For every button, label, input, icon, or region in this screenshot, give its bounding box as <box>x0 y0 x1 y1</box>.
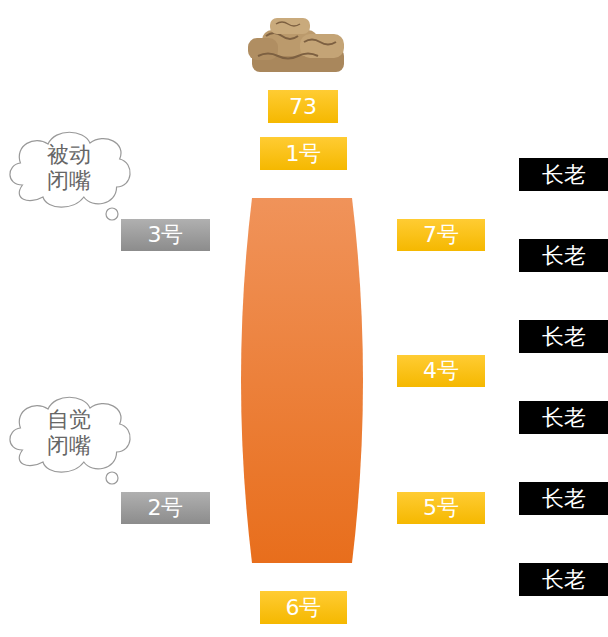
seat-label: 73 <box>289 94 317 119</box>
silent-seat-box: 3号 <box>121 219 210 251</box>
elder-box: 长老 <box>519 563 608 596</box>
seat-label: 2号 <box>148 495 184 520</box>
text-holder: 长老 <box>542 243 586 268</box>
table-shape <box>241 198 363 563</box>
seat-box: 7号 <box>397 219 485 251</box>
seat-box: 6号 <box>260 591 347 624</box>
text-holder: 2号 <box>148 495 184 520</box>
elder-box: 长老 <box>519 320 608 353</box>
text-holder: 73 <box>289 94 317 119</box>
seat-label: 长老 <box>542 405 586 430</box>
seat-label: 3号 <box>148 222 184 247</box>
seat-label: 5号 <box>423 495 459 520</box>
seat-label: 6号 <box>286 595 322 620</box>
seat-label: 长老 <box>542 324 586 349</box>
text-holder: 长老 <box>542 162 586 187</box>
thought-text: 被动 闭嘴 <box>44 142 94 193</box>
seat-box: 73 <box>268 90 338 123</box>
text-holder: 长老 <box>542 567 586 592</box>
thought-cloud: 自觉 闭嘴 <box>2 390 135 475</box>
seat-label: 长老 <box>542 162 586 187</box>
seat-box: 1号 <box>260 137 347 170</box>
seat-label: 长老 <box>542 567 586 592</box>
elder-box: 长老 <box>519 158 608 191</box>
thought-text: 自觉 闭嘴 <box>44 407 94 458</box>
text-holder: 4号 <box>423 358 459 383</box>
text-holder: 7号 <box>423 222 459 247</box>
text-holder: 6号 <box>286 595 322 620</box>
elder-box: 长老 <box>519 482 608 515</box>
seat-label: 长老 <box>542 486 586 511</box>
text-holder: 长老 <box>542 324 586 349</box>
seat-box: 5号 <box>397 492 485 524</box>
seat-label: 长老 <box>542 243 586 268</box>
bread-illustration <box>248 18 344 72</box>
seat-label: 7号 <box>423 222 459 247</box>
text-holder: 1号 <box>286 141 322 166</box>
seat-box: 4号 <box>397 355 485 387</box>
text-holder: 5号 <box>423 495 459 520</box>
thought-cloud: 被动 闭嘴 <box>2 125 135 210</box>
text-holder: 3号 <box>148 222 184 247</box>
elder-box: 长老 <box>519 401 608 434</box>
text-holder: 长老 <box>542 405 586 430</box>
text-holder: 长老 <box>542 486 586 511</box>
seat-label: 1号 <box>286 141 322 166</box>
text-holder: 自觉 闭嘴 <box>44 407 94 458</box>
elder-box: 长老 <box>519 239 608 272</box>
seat-label: 4号 <box>423 358 459 383</box>
text-holder: 被动 闭嘴 <box>44 142 94 193</box>
silent-seat-box: 2号 <box>121 492 210 524</box>
